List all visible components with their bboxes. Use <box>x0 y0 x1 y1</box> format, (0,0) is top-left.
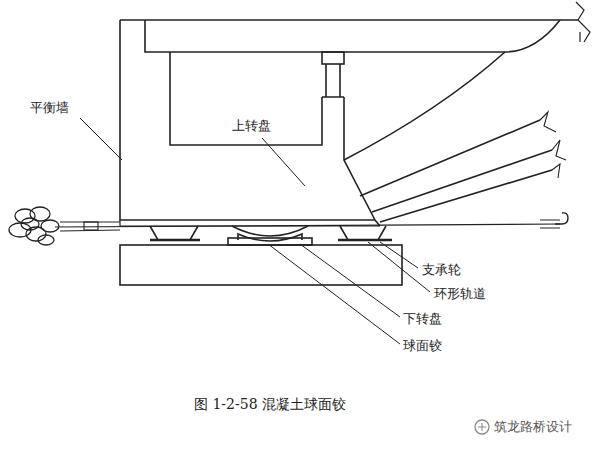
watermark: 筑龙路桥设计 <box>494 419 572 435</box>
part-label: 下转盘 <box>403 311 442 327</box>
part-label: 环形轨道 <box>434 286 486 302</box>
part-label: 球面铰 <box>403 338 442 354</box>
figure-caption: 图 1-2-58 混凝土球面铰 <box>194 396 346 413</box>
part-label: 平衡墙 <box>30 100 69 116</box>
part-label: 支承轮 <box>422 262 461 278</box>
part-label: 上转盘 <box>232 118 271 134</box>
